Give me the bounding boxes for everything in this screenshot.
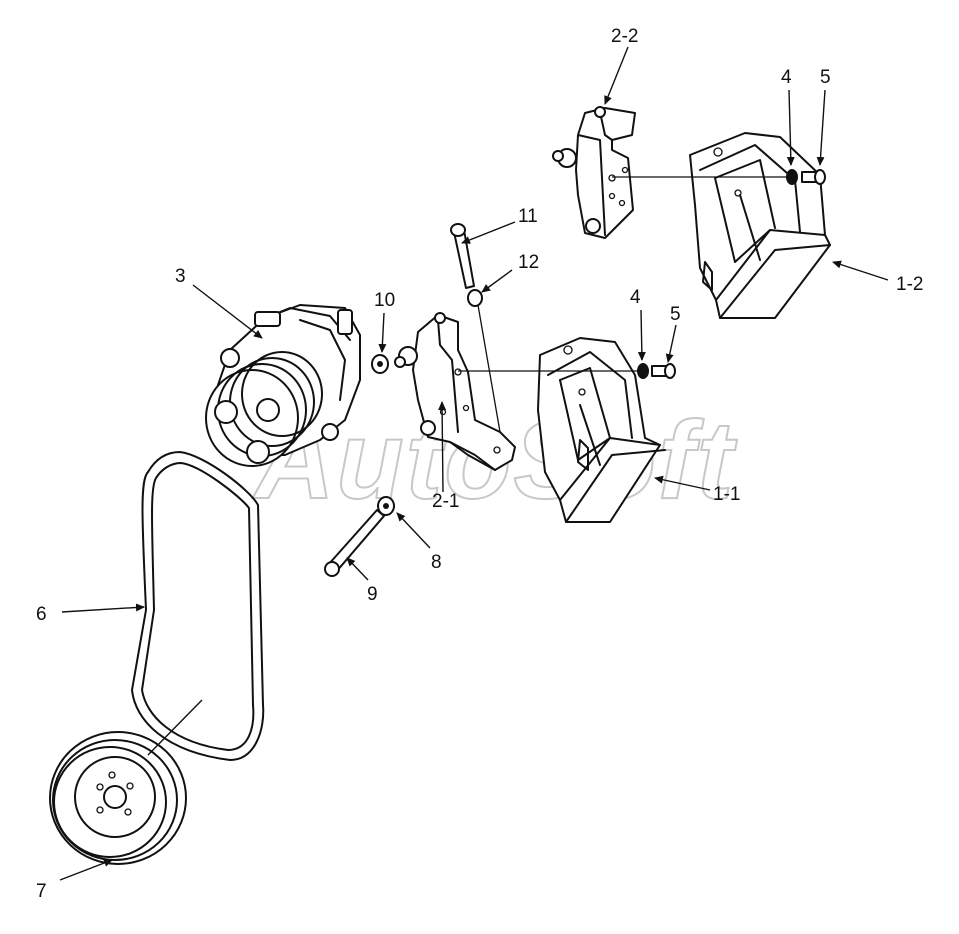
- washer-4-lower: [637, 363, 649, 379]
- compressor: [205, 304, 361, 467]
- callout-5-upper: 5: [820, 67, 831, 88]
- callout-3: 3: [175, 266, 186, 287]
- callout-7: 7: [36, 881, 47, 902]
- bracket-1-1: [537, 337, 666, 523]
- washer-4-upper: [786, 169, 798, 185]
- bolt-9: [324, 509, 385, 577]
- callout-8: 8: [431, 552, 442, 573]
- callout-9: 9: [367, 584, 378, 605]
- v-belt: [131, 451, 265, 761]
- washer-8: [377, 496, 395, 516]
- callout-2-1: 2-1: [432, 491, 459, 512]
- callout-1-2: 1-2: [896, 274, 923, 295]
- callout-6: 6: [36, 604, 47, 625]
- plate-2-1: [394, 312, 516, 471]
- bolt-5-upper: [801, 169, 826, 185]
- callout-11: 11: [518, 206, 538, 227]
- assembly-lines: [458, 176, 790, 433]
- callout-5-lower: 5: [670, 304, 681, 325]
- plate-2-2: [552, 106, 636, 239]
- callout-1-1: 1-1: [713, 484, 740, 505]
- bolt-11: [450, 223, 475, 289]
- nut-12: [467, 289, 483, 307]
- callout-2-2: 2-2: [611, 26, 638, 47]
- crankshaft-pulley: [49, 731, 187, 865]
- bracket-1-2: [689, 132, 831, 319]
- callout-4-upper: 4: [781, 67, 792, 88]
- callout-labels: 2-2 4 5 1-2 11 12 10 3 4 5 1-1 2-1 8 9 6…: [36, 26, 923, 902]
- bolt-5-lower: [651, 363, 676, 379]
- leader-lines: [59, 46, 889, 881]
- nut-10: [371, 354, 389, 374]
- callout-10: 10: [374, 290, 395, 311]
- callout-4-lower: 4: [630, 287, 641, 308]
- callout-12: 12: [518, 252, 539, 273]
